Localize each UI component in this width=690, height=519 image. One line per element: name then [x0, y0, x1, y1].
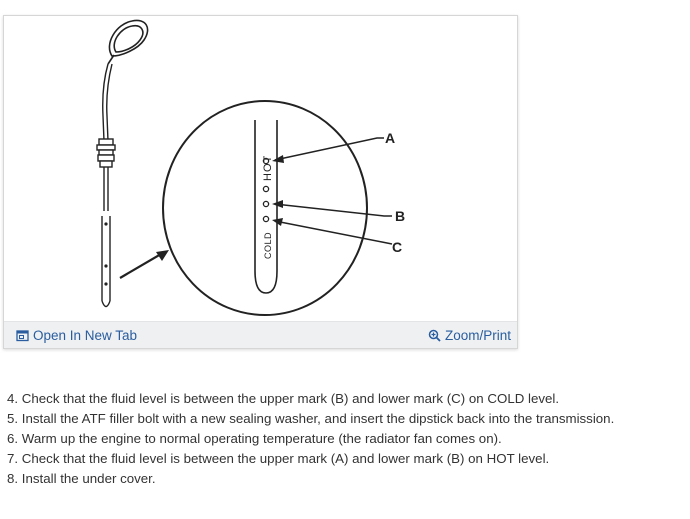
dipstick-tip: [251, 116, 281, 294]
dipstick-handle: [107, 19, 149, 65]
step-item: 8. Install the under cover.: [7, 471, 156, 486]
step-item: 5. Install the ATF filler bolt with a ne…: [7, 411, 615, 426]
instruction-steps: 4. Check that the fluid level is between…: [7, 389, 687, 489]
hot-mark-text: HOT: [262, 155, 274, 181]
dipstick-marks: [262, 157, 270, 223]
zoom-print-label: Zoom/Print: [444, 328, 511, 343]
callout-a: A: [385, 130, 395, 146]
callout-c: C: [392, 239, 402, 255]
step-item: 7. Check that the fluid level is between…: [7, 451, 550, 466]
open-new-tab-icon: [16, 329, 29, 342]
figure-footer: Open In New Tab Zoom/Print: [4, 321, 517, 348]
figure-card: HOT COLD A B C Open In New Tab: [3, 15, 518, 349]
leader-arrowheads: [272, 155, 284, 226]
dipstick-shaft: [96, 63, 116, 308]
leader-lines: [274, 137, 393, 245]
dipstick-diagram[interactable]: HOT COLD A B C: [4, 16, 517, 321]
step-item: 6. Warm up the engine to normal operatin…: [7, 431, 502, 446]
step-item: 4. Check that the fluid level is between…: [7, 391, 560, 406]
open-in-new-tab-label: Open In New Tab: [33, 328, 138, 343]
callout-b: B: [395, 208, 405, 224]
magnified-view-circle: [162, 100, 368, 316]
magnify-arrow: [119, 250, 169, 279]
open-in-new-tab-link[interactable]: Open In New Tab: [16, 328, 137, 343]
cold-mark-text: COLD: [263, 232, 273, 259]
zoom-magnifier-icon: [428, 329, 441, 342]
zoom-print-link[interactable]: Zoom/Print: [428, 328, 511, 343]
